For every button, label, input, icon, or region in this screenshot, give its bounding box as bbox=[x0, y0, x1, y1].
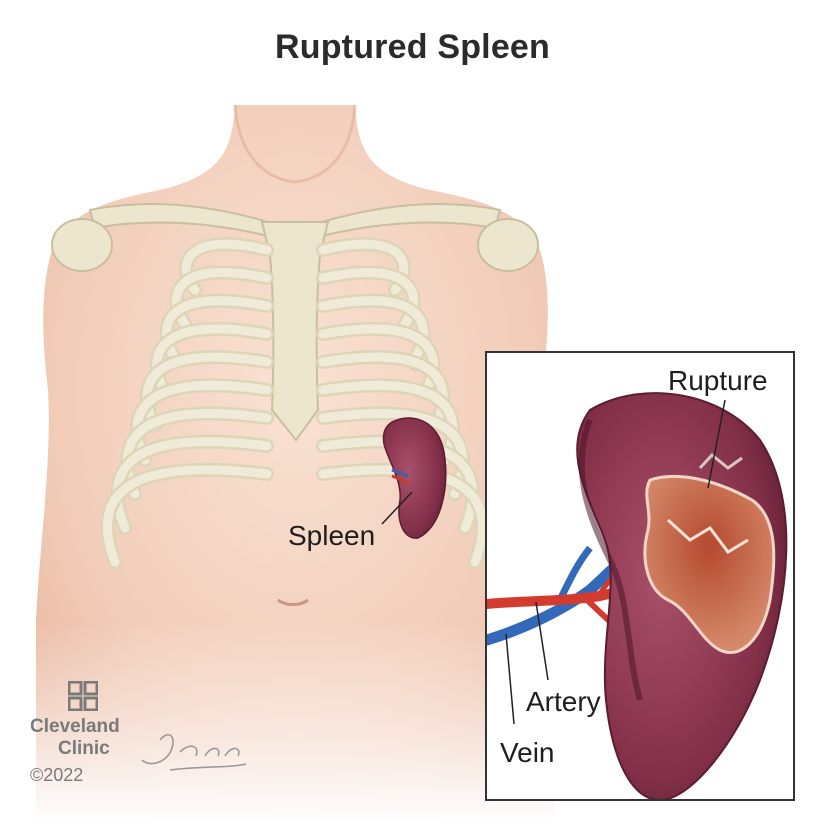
label-vein: Vein bbox=[500, 737, 555, 769]
label-artery: Artery bbox=[526, 686, 601, 718]
copyright-year: ©2022 bbox=[30, 765, 83, 786]
rupture-inset bbox=[486, 352, 794, 800]
label-rupture: Rupture bbox=[668, 365, 768, 397]
cleveland-clinic-logo-icon bbox=[68, 681, 98, 711]
label-spleen: Spleen bbox=[288, 520, 375, 552]
brand-line-2: Clinic bbox=[58, 738, 110, 760]
brand-line-1: Cleveland bbox=[30, 716, 120, 738]
